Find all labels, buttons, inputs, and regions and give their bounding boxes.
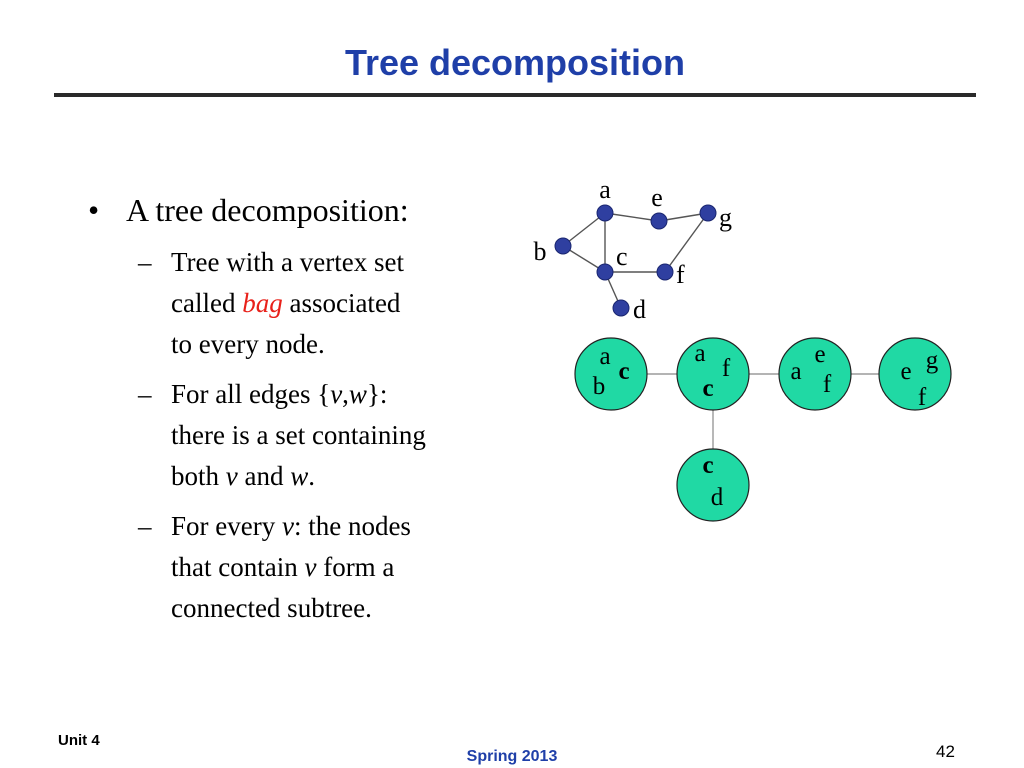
graph-edge-a-e: [604, 212, 660, 222]
graph-vertex-label-e: e: [651, 183, 663, 212]
subbullet-dash: –: [138, 379, 152, 409]
footer-unit: Unit 4: [58, 732, 100, 749]
tree-edges: [611, 373, 915, 485]
subbullet-line: called bag associated: [171, 288, 401, 318]
graph-vertex-label-c: c: [616, 242, 628, 271]
graph-vertex-c: [596, 263, 614, 281]
bag-label-a: a: [599, 343, 610, 370]
title-rule: [54, 93, 976, 97]
bag-label-e: e: [900, 358, 911, 385]
bag-label-b: b: [593, 373, 606, 400]
graph-vertex-d: [612, 299, 630, 317]
subbullet-line: both v and w.: [171, 461, 315, 491]
bag-label-c: c: [702, 375, 713, 402]
subbullet-line: connected subtree.: [171, 593, 372, 623]
graph-vertex-g: [699, 204, 717, 222]
bag-label-e: e: [814, 341, 825, 368]
graph-vertices: a e g b c f d: [534, 175, 733, 324]
bag-term: bag: [242, 288, 283, 318]
bag-label-f: f: [722, 355, 731, 382]
subbullet-line: For every v: the nodes: [171, 511, 411, 541]
page-number: 42: [936, 742, 955, 761]
graph-vertex-a: [596, 204, 614, 222]
subbullet-line: to every node.: [171, 329, 325, 359]
slide-title: Tree decomposition: [344, 42, 686, 83]
graph-vertex-label-a: a: [599, 175, 611, 204]
bullet-text: A tree decomposition:: [126, 192, 409, 228]
bag-label-a: a: [790, 358, 801, 385]
graph-vertex-label-b: b: [534, 237, 547, 266]
bag-label-d: d: [711, 484, 724, 511]
graph-vertex-label-d: d: [633, 295, 646, 324]
graph-vertex-label-g: g: [719, 203, 732, 232]
graph-vertex-e: [650, 212, 668, 230]
graph-vertex-label-f: f: [676, 260, 685, 289]
footer-term: Spring 2013: [466, 748, 558, 765]
bag-label-a: a: [694, 340, 705, 367]
bag-label-g: g: [926, 347, 939, 374]
graph-edges: [562, 212, 709, 309]
subbullet-line: there is a set containing: [171, 420, 426, 450]
graph-vertex-b: [554, 237, 572, 255]
tree-bag-bag2: [676, 337, 750, 411]
bag-label-f: f: [918, 384, 927, 411]
tree-bag-bag4: [878, 337, 952, 411]
tree-bag-bag3: [778, 337, 852, 411]
bag-label-c: c: [702, 452, 713, 479]
subbullet-dash: –: [138, 511, 152, 541]
subbullet-line: Tree with a vertex set: [171, 247, 404, 277]
subbullet-line: For all edges {v,w}:: [171, 379, 388, 409]
bag-label-c: c: [618, 358, 629, 385]
subbullet-line: that contain v form a: [171, 552, 395, 582]
graph-edge-f-g: [664, 212, 709, 273]
tree-bag-bag5: [676, 448, 750, 522]
graph-edge-a-b: [562, 212, 606, 247]
graph-vertex-f: [656, 263, 674, 281]
tree-bag-bag1: [574, 337, 648, 411]
bag-label-f: f: [823, 371, 832, 398]
subbullet-dash: –: [138, 247, 152, 277]
bullet-dot: •: [88, 192, 100, 228]
